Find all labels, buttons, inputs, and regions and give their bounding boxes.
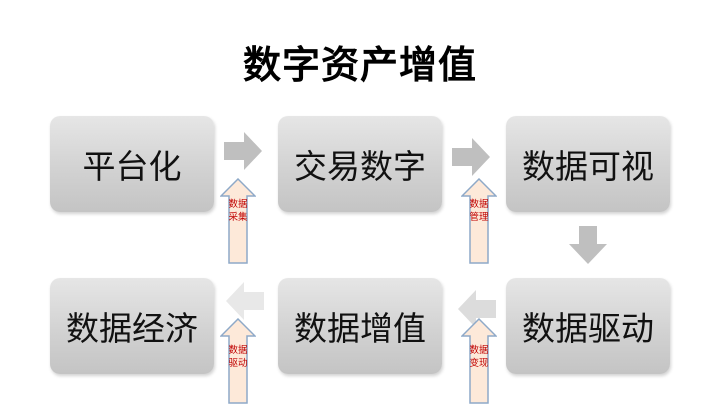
- up-arrow-1-icon: [219, 177, 257, 264]
- box-trade-digital: 交易数字: [278, 116, 442, 212]
- up-arrow-4-icon: [460, 317, 498, 404]
- arrow-left-2-icon: [226, 282, 264, 320]
- up-arrow-3-icon: [219, 317, 257, 404]
- box-data-visual: 数据可视: [506, 116, 670, 212]
- box-data-drive: 数据驱动: [506, 278, 670, 374]
- box-data-economy: 数据经济: [50, 278, 214, 374]
- arrow-right-1-icon: [224, 132, 262, 170]
- up-arrow-data-monetization: 数据变现: [460, 317, 498, 404]
- label-data-monetization: 数据变现: [469, 345, 489, 369]
- up-arrow-data-management: 数据管理: [460, 177, 498, 264]
- arrow-right-2-icon: [452, 138, 490, 176]
- diagram-title: 数字资产增值: [242, 43, 477, 87]
- arrow-down-icon: [569, 226, 607, 264]
- label-data-management: 数据管理: [469, 199, 489, 223]
- label-data-drive: 数据驱动: [228, 345, 248, 369]
- label-data-collection: 数据采集: [228, 199, 248, 223]
- up-arrow-data-drive: 数据驱动: [219, 317, 257, 404]
- box-data-appreciation: 数据增值: [278, 278, 442, 374]
- box-platform: 平台化: [50, 116, 214, 212]
- up-arrow-2-icon: [460, 177, 498, 264]
- arrow-left-1-icon: [458, 290, 496, 328]
- up-arrow-data-collection: 数据采集: [219, 177, 257, 264]
